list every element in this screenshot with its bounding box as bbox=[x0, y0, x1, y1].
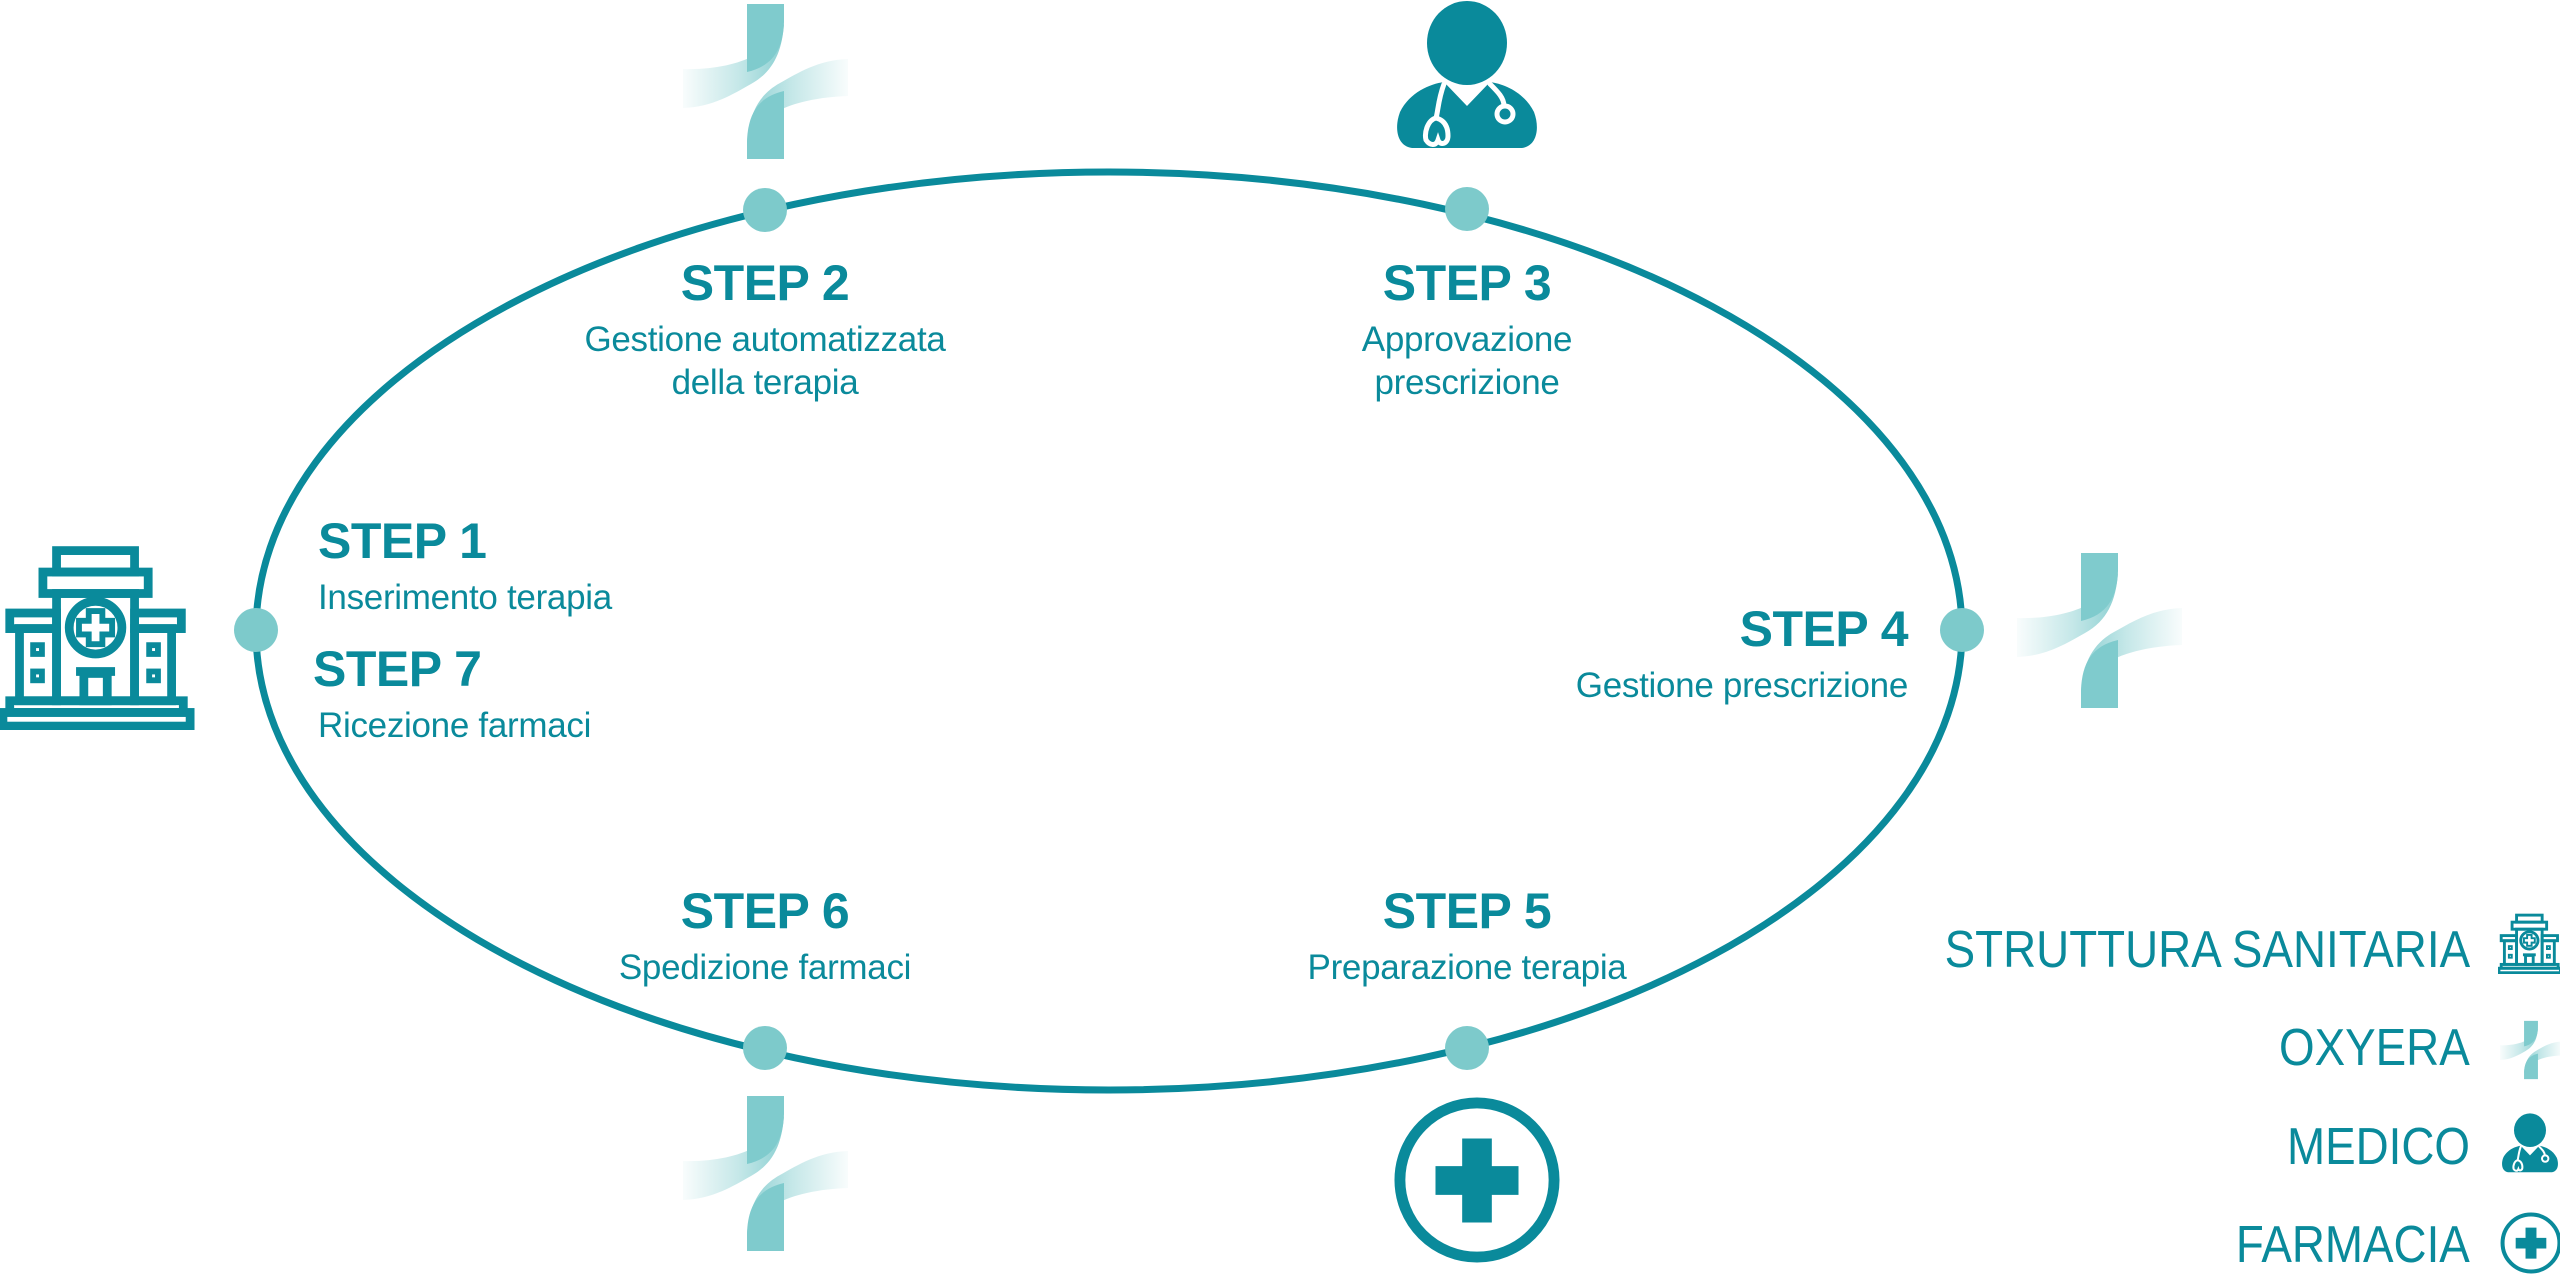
node-step-2 bbox=[743, 188, 787, 232]
legend-label: FARMACIA bbox=[2236, 1216, 2470, 1274]
step-1-label: STEP 1 Inserimento terapia bbox=[318, 516, 612, 619]
step-5-label: STEP 5 Preparazione terapia bbox=[1308, 886, 1627, 989]
legend-item-medico: MEDICO bbox=[2262, 1117, 2470, 1177]
step-description: Gestione automatizzata bbox=[584, 320, 946, 359]
hospital-icon bbox=[3, 551, 190, 727]
legend-item-oxyera: OXYERA bbox=[2253, 1018, 2470, 1078]
step-title: STEP 1 bbox=[318, 513, 487, 569]
legend-hospital-icon bbox=[2498, 913, 2560, 974]
step-3-label: STEP 3 Approvazione prescrizione bbox=[1361, 255, 1573, 404]
step-title: STEP 7 bbox=[313, 641, 482, 697]
node-step-5 bbox=[1445, 1026, 1489, 1070]
step-description: Gestione prescrizione bbox=[1575, 666, 1909, 705]
legend-item-farmacia: FARMACIA bbox=[2204, 1215, 2470, 1275]
step-4-label: STEP 4 Gestione prescrizione bbox=[1575, 601, 1909, 707]
step-6-label: STEP 6 Spedizione farmaci bbox=[618, 883, 912, 989]
legend-label: OXYERA bbox=[2279, 1019, 2470, 1077]
step-description: prescrizione bbox=[1374, 363, 1560, 402]
step-description: Ricezione farmaci bbox=[318, 706, 592, 745]
legend-item-struttura-sanitaria: STRUTTURA SANITARIA bbox=[1873, 920, 2470, 980]
step-title: STEP 4 bbox=[1739, 601, 1909, 657]
step-7-label: STEP 7 Ricezione farmaci bbox=[313, 644, 591, 747]
node-step-3 bbox=[1445, 187, 1489, 231]
step-2-label: STEP 2 Gestione automatizzata della tera… bbox=[584, 258, 945, 404]
node-step-4 bbox=[1940, 608, 1984, 652]
legend-label: STRUTTURA SANITARIA bbox=[1944, 921, 2470, 979]
step-title: STEP 2 bbox=[680, 255, 850, 311]
step-title: STEP 6 bbox=[680, 883, 850, 939]
pharmacy-cross-icon bbox=[1400, 1103, 1554, 1257]
oxyera-logo-icon bbox=[683, 1096, 848, 1251]
oxyera-logo-icon bbox=[2017, 553, 2182, 708]
step-description: Inserimento terapia bbox=[318, 578, 612, 617]
step-description: Spedizione farmaci bbox=[618, 948, 912, 987]
node-step-6 bbox=[743, 1026, 787, 1070]
oxyera-logo-icon bbox=[683, 4, 848, 159]
legend-doctor-icon bbox=[2501, 1112, 2559, 1174]
step-description: della terapia bbox=[671, 363, 859, 402]
node-step-1-7 bbox=[234, 608, 278, 652]
legend-oxyera-logo-icon bbox=[2500, 1020, 2560, 1080]
step-description: Preparazione terapia bbox=[1307, 948, 1627, 987]
legend-label: MEDICO bbox=[2286, 1118, 2470, 1176]
legend-pharmacy-cross-icon bbox=[2503, 1215, 2560, 1272]
doctor-icon bbox=[1397, 1, 1537, 148]
step-title: STEP 3 bbox=[1382, 255, 1552, 311]
step-description: Approvazione bbox=[1361, 320, 1573, 359]
step-title: STEP 5 bbox=[1382, 883, 1552, 939]
